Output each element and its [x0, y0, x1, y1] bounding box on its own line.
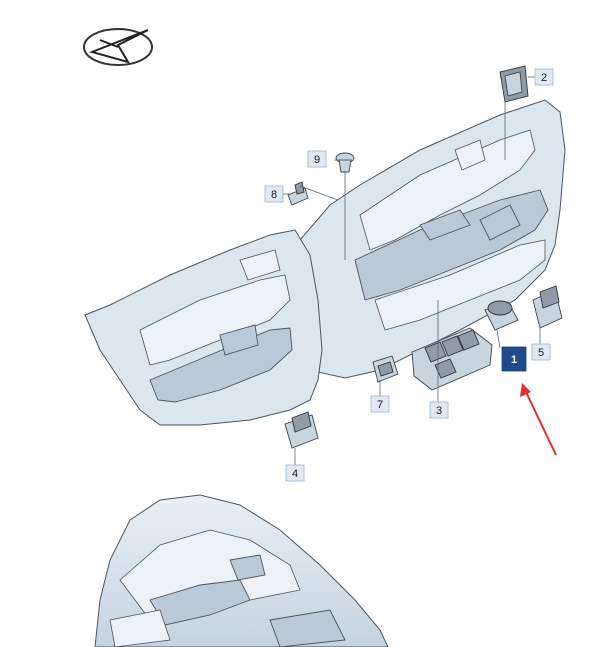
svg-text:9: 9: [314, 154, 320, 166]
part-4: [284, 411, 319, 449]
part-9: [335, 152, 355, 173]
svg-text:1: 1: [511, 354, 517, 366]
callout-2: 2: [534, 68, 554, 86]
callout-7: 7: [370, 395, 390, 413]
svg-text:5: 5: [538, 347, 544, 359]
callout-4: 4: [285, 464, 305, 482]
callout-1: 1: [501, 346, 527, 372]
leader-lines: [282, 76, 541, 465]
logo-arrow-icon: [83, 28, 153, 66]
svg-text:2: 2: [541, 72, 547, 84]
part-8: [287, 181, 309, 206]
part-2: [499, 65, 529, 103]
callout-5: 5: [531, 343, 551, 361]
part-1: [484, 300, 519, 331]
svg-text:7: 7: [377, 399, 383, 411]
part-5: [532, 285, 563, 329]
part-7: [372, 355, 399, 383]
part-3: [411, 327, 493, 391]
svg-text:3: 3: [436, 405, 442, 417]
svg-text:4: 4: [292, 468, 298, 480]
lower-interior-view: [94, 494, 389, 647]
callout-3: 3: [429, 401, 449, 419]
callout-8: 8: [264, 185, 284, 203]
front-door-panel: [297, 99, 566, 379]
callout-9: 9: [307, 150, 327, 168]
rear-door-panel: [84, 229, 323, 426]
svg-text:8: 8: [271, 189, 277, 201]
red-pointer-arrow: [520, 383, 557, 456]
